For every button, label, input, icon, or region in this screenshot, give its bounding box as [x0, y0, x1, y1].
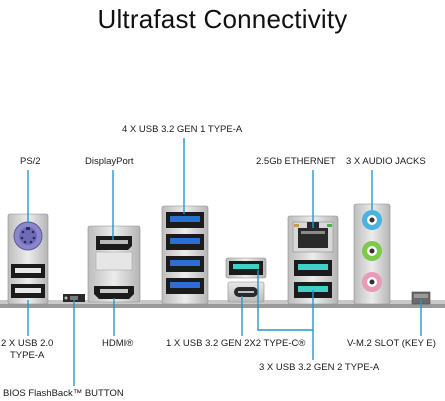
hdmi-port-icon [94, 286, 134, 299]
usb-port-icon [225, 257, 267, 279]
label-ps2: PS/2 [20, 156, 41, 167]
label-usb20-line1: 2 X USB 2.0 [1, 338, 54, 349]
label-usb-gen1: 4 X USB 3.2 GEN 1 TYPE-A [122, 124, 243, 135]
usb-port-icon [11, 264, 45, 298]
label-usb-2x2-typec: 1 X USB 3.2 GEN 2X2 TYPE-C® [166, 338, 306, 349]
label-usb-gen2: 3 X USB 3.2 GEN 2 TYPE-A [259, 362, 380, 373]
panel-edge [0, 304, 445, 308]
page-title: Ultrafast Connectivity [97, 4, 348, 34]
callout-lines [27, 138, 422, 386]
panel-edge-top [0, 300, 445, 304]
usb-c-port-icon [227, 281, 265, 303]
label-vm2-slot: V-M.2 SLOT (KEY E) [347, 338, 436, 349]
label-usb20-line2: TYPE-A [10, 350, 45, 361]
audio-jack-icon [353, 203, 391, 305]
bios-flashback-button-icon [63, 294, 85, 302]
ps2-port-icon [7, 213, 49, 305]
callout-usb-gen2-bracket [257, 270, 314, 331]
label-bios-flashback: BIOS FlashBack™ BUTTON [3, 388, 124, 399]
label-displayport: DisplayPort [85, 156, 134, 167]
label-audio-jacks: 3 X AUDIO JACKS [346, 156, 426, 167]
label-ethernet: 2.5Gb ETHERNET [256, 156, 336, 167]
usb-port-icon [161, 205, 209, 305]
displayport-icon [87, 225, 141, 303]
label-hdmi: HDMI® [102, 338, 134, 349]
